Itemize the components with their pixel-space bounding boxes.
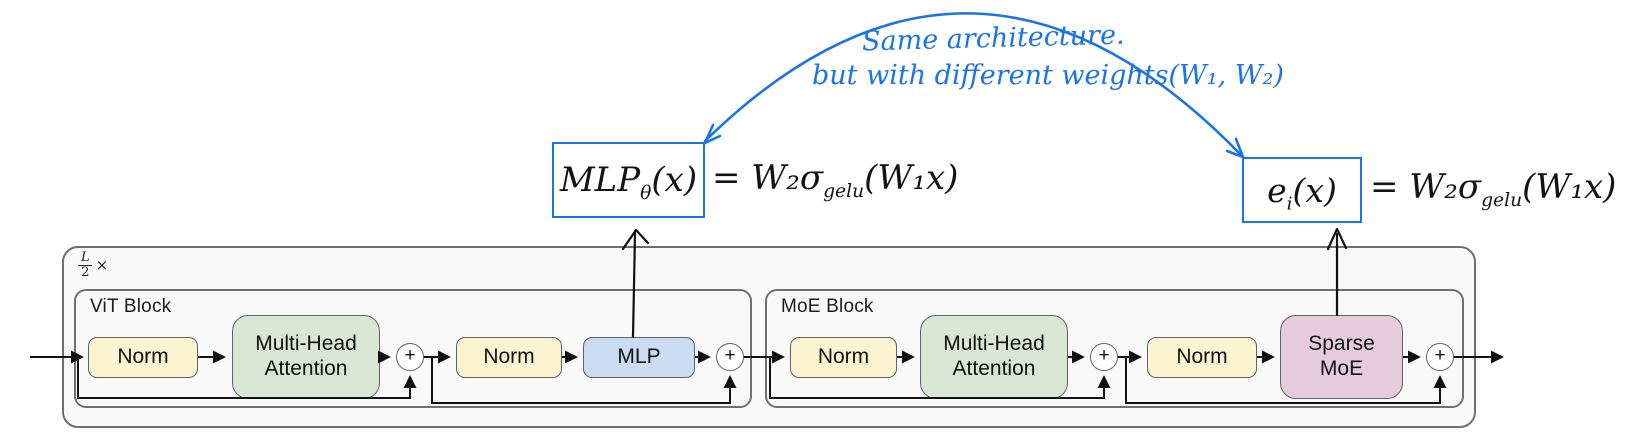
vit-norm-2-label: Norm xyxy=(483,345,535,369)
expert-formula-highlight-box: ei(x) xyxy=(1242,157,1362,223)
loop-count-label: L 2 × xyxy=(78,251,108,279)
annotation-arrowhead-right xyxy=(1225,137,1245,159)
moe-residual-sum-2: + xyxy=(1426,343,1454,371)
vit-block-title: ViT Block xyxy=(90,296,172,317)
mlp-formula-lhs: MLPθ(x) xyxy=(559,160,698,203)
vit-multi-head-attention-label: Multi-Head Attention xyxy=(255,332,357,380)
plus-symbol: + xyxy=(1098,345,1110,366)
vit-mlp-label: MLP xyxy=(617,345,661,369)
expert-formula-rhs-end: (W₁x) xyxy=(1522,167,1617,207)
mlp-formula-name: MLP xyxy=(559,160,641,200)
loop-fraction: L 2 xyxy=(78,251,93,279)
moe-norm-1-box: Norm xyxy=(790,337,897,378)
plus-symbol: + xyxy=(724,345,736,366)
annotation-same-architecture: Same architecture. xyxy=(861,19,1125,58)
expert-formula-rhs: = W₂σgelu(W₁x) xyxy=(1370,167,1617,210)
expert-formula-rhs-start: = W₂σ xyxy=(1370,167,1482,207)
mlp-formula-highlight-box: MLPθ(x) xyxy=(552,142,705,218)
sparse-moe-box: Sparse MoE xyxy=(1280,315,1403,399)
mlp-formula-rhs: = W₂σgelu(W₁x) xyxy=(712,158,959,201)
moe-block-title: MoE Block xyxy=(781,296,874,317)
vit-residual-sum-2: + xyxy=(716,343,744,371)
moe-residual-sum-1: + xyxy=(1090,343,1118,371)
times-symbol: × xyxy=(95,256,109,275)
plus-symbol: + xyxy=(404,345,416,366)
moe-norm-2-box: Norm xyxy=(1147,337,1257,378)
vit-multi-head-attention-box: Multi-Head Attention xyxy=(232,315,380,399)
expert-formula-lhs: ei(x) xyxy=(1267,170,1337,213)
moe-multi-head-attention-box: Multi-Head Attention xyxy=(920,315,1068,399)
mlp-formula-rhs-end: (W₁x) xyxy=(864,158,959,198)
vit-norm-2-box: Norm xyxy=(456,337,562,378)
expert-index-subscript: i xyxy=(1286,193,1293,215)
vit-mlp-box: MLP xyxy=(583,337,695,378)
annotation-different-weights: but with different weights(W₁, W₂) xyxy=(812,60,1284,91)
mlp-formula-rhs-start: = W₂σ xyxy=(712,158,824,198)
vit-norm-1-label: Norm xyxy=(117,345,169,369)
moe-norm-1-label: Norm xyxy=(817,345,870,369)
vit-norm-1-box: Norm xyxy=(88,337,198,378)
vit-residual-sum-1: + xyxy=(396,343,424,371)
mlp-formula-theta-subscript: θ xyxy=(640,182,652,204)
sparse-moe-label: Sparse MoE xyxy=(1308,332,1375,380)
moe-multi-head-attention-label: Multi-Head Attention xyxy=(943,332,1045,380)
annotation-arrowhead-left xyxy=(703,123,722,145)
expert-formula-argument: (x) xyxy=(1292,170,1337,210)
gelu-subscript: gelu xyxy=(1481,189,1523,211)
expert-formula-name: e xyxy=(1267,170,1287,210)
fraction-numerator: L xyxy=(81,250,90,265)
moe-norm-2-label: Norm xyxy=(1176,345,1228,369)
mlp-formula-argument: (x) xyxy=(651,160,698,200)
gelu-subscript: gelu xyxy=(823,180,865,202)
plus-symbol: + xyxy=(1434,345,1446,366)
fraction-denominator: 2 xyxy=(78,264,93,280)
